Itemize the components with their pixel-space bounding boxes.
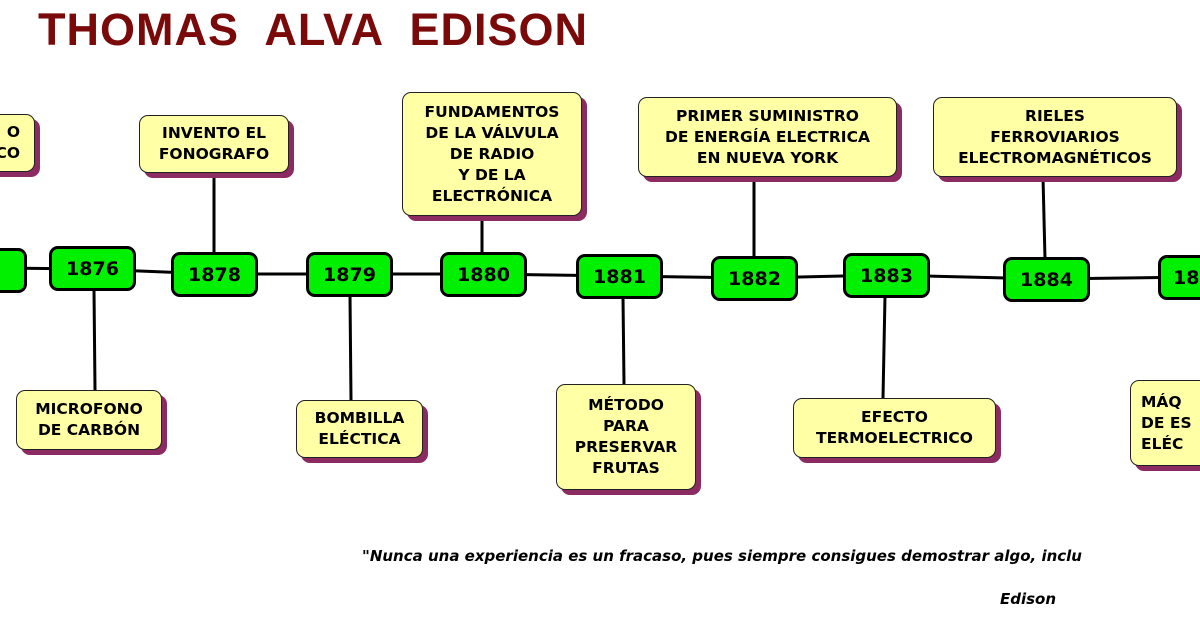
connector	[92, 289, 97, 391]
event-text-line: FERROVIARIOS	[990, 127, 1120, 146]
year-box: 18	[1158, 255, 1200, 300]
year-box: 1880	[440, 252, 527, 297]
event-box: MICROFONO DE CARBÓN	[16, 390, 162, 450]
event-box: BOMBILLA ELÉCTICA	[296, 400, 423, 458]
year-box: 1883	[843, 253, 930, 298]
connector	[1041, 176, 1047, 260]
year-box: 1878	[171, 252, 258, 297]
event-text-line: ELECTROMAGNÉTICOS	[958, 148, 1152, 167]
event-text-line: INVENTO EL	[162, 124, 266, 142]
event-text-line: Y DE LA	[458, 165, 526, 184]
event-text-line: DE ES	[1141, 413, 1192, 432]
timeline-axis	[0, 266, 1200, 281]
event-text-line: EFECTO	[861, 408, 928, 426]
event-text-line: FONOGRAFO	[158, 145, 270, 163]
event-text-line: DE LA VÁLVULA	[425, 123, 559, 142]
event-text-line: MÁQ	[1141, 392, 1182, 411]
connector	[881, 295, 887, 399]
event-text-line: CO	[0, 144, 20, 162]
event-text-line: MICROFONO	[35, 400, 143, 418]
year-box	[0, 248, 27, 293]
event-box: MÉTODO PARA PRESERVAR FRUTAS	[556, 384, 696, 490]
event-text-line: O	[6, 123, 20, 141]
event-box: MÁQ DE ES ELÉC	[1130, 380, 1200, 466]
quote-author: Edison	[1000, 590, 1057, 608]
event-text-line: PRIMER SUMINISTRO	[676, 106, 859, 125]
year-box: 1882	[711, 256, 798, 301]
event-text-line: ELÉC	[1141, 434, 1184, 453]
event-box: PRIMER SUMINISTRO DE ENERGÍA ELECTRICA EN …	[638, 97, 897, 177]
event-text-line: RIELES	[1025, 106, 1085, 125]
event-box: RIELES FERROVIARIOS ELECTROMAGNÉTICOS	[933, 97, 1177, 177]
event-box: EFECTO TERMOELECTRICO	[793, 398, 996, 458]
event-text-line: PRESERVAR	[574, 438, 678, 456]
event-text-line: FRUTAS	[592, 459, 660, 477]
event-text-line: BOMBILLA	[314, 409, 405, 427]
event-text-line: PARA	[603, 417, 649, 435]
event-text-line: ELÉCTICA	[318, 430, 401, 448]
connector	[348, 294, 353, 401]
quote: "Nunca una experiencia es un fracaso, pu…	[362, 547, 1082, 565]
event-text-line: ELECTRÓNICA	[431, 186, 553, 205]
year-box: 1881	[576, 254, 663, 299]
event-box: FUNDAMENTOS DE LA VÁLVULA DE RADIO Y DE LA E…	[402, 92, 582, 216]
event-box: O CO	[0, 114, 35, 172]
event-text-line: TERMOELECTRICO	[816, 429, 973, 447]
event-text-line: DE RADIO	[449, 144, 535, 163]
year-box: 1876	[49, 246, 136, 291]
event-text-line: EN NUEVA YORK	[696, 148, 839, 167]
event-text-line: DE CARBÓN	[37, 421, 141, 439]
page-title: THOMAS ALVA EDISON	[38, 4, 589, 55]
event-text-line: FUNDAMENTOS	[424, 102, 560, 121]
event-text-line: MÉTODO	[588, 396, 664, 414]
event-box: INVENTO EL FONOGRAFO	[139, 115, 289, 173]
event-text-line: DE ENERGÍA ELECTRICA	[665, 127, 870, 146]
connector	[621, 296, 626, 385]
year-box: 1884	[1003, 257, 1090, 302]
year-box: 1879	[306, 252, 393, 297]
